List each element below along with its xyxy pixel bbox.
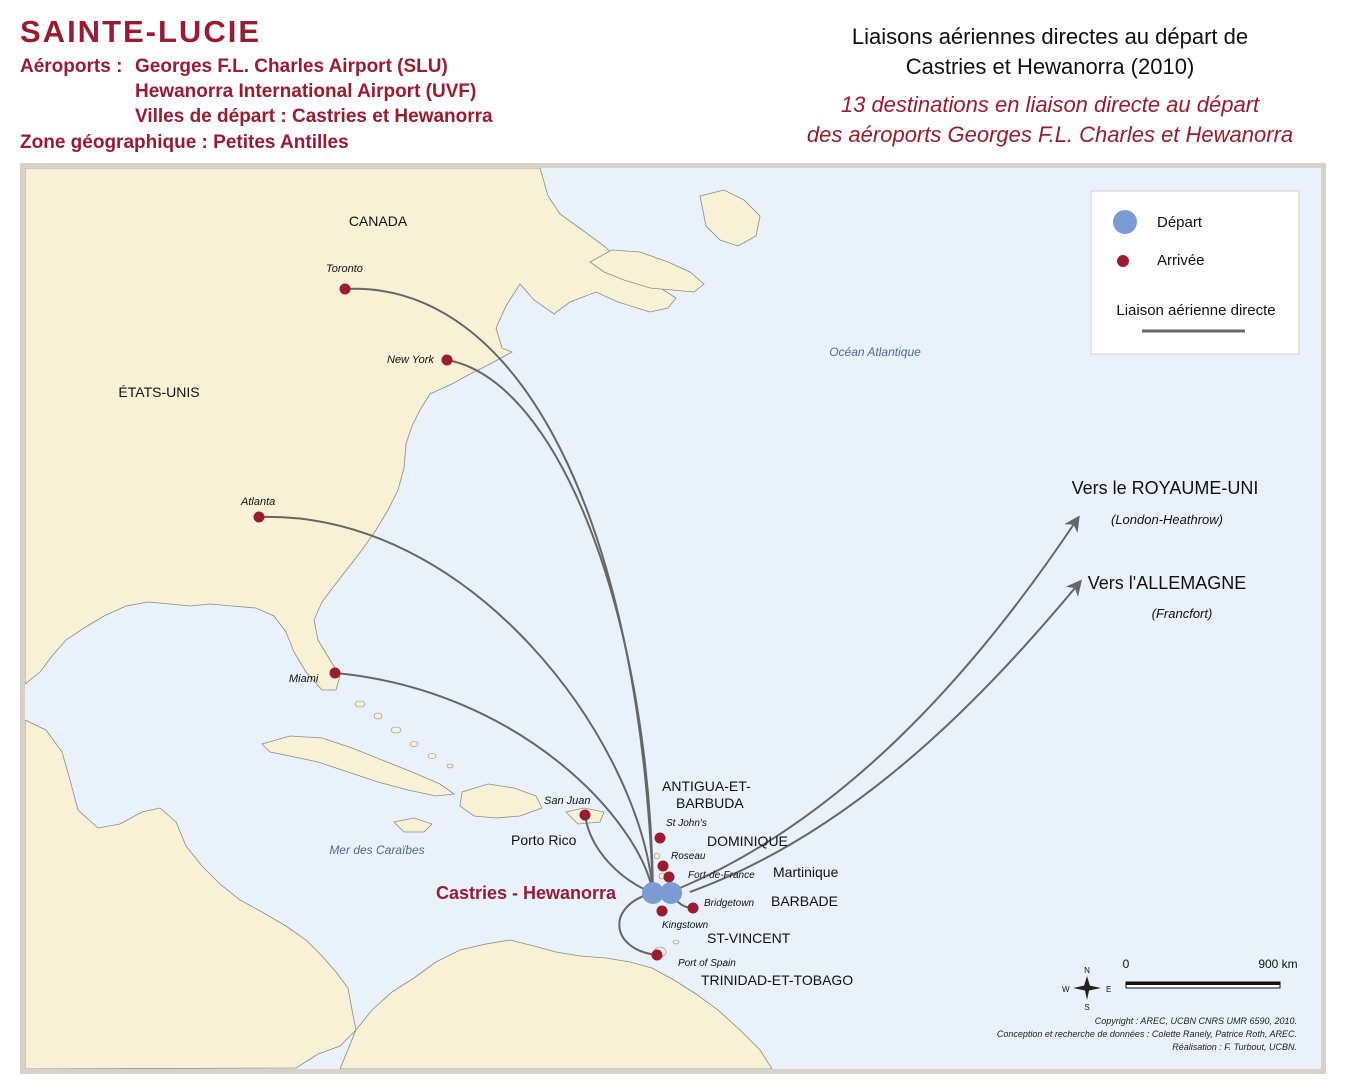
- route-toronto: [344, 287, 654, 894]
- credit-copyright: Copyright : AREC, UCBN CNRS UMR 6590, 20…: [1095, 1016, 1297, 1026]
- central-america-land: [25, 719, 357, 1069]
- label-dominica: DOMINIQUE: [707, 833, 788, 849]
- city-roseau: Roseau: [671, 851, 706, 862]
- credit-conception: Conception et recherche de données : Col…: [997, 1029, 1297, 1039]
- route-atlanta: [258, 515, 654, 894]
- arrival-san-juan: [579, 809, 591, 821]
- map-subtitle: 13 destinations en liaison directe au dé…: [760, 90, 1340, 150]
- page-title: SAINTE-LUCIE: [20, 14, 261, 49]
- scale-bar: 0 900 km: [1123, 957, 1298, 989]
- city-atlanta: Atlanta: [240, 496, 275, 508]
- credit-realisation: Réalisation : F. Turbout, UCBN.: [1172, 1042, 1297, 1052]
- label-origin: Castries - Hewanorra: [436, 883, 617, 903]
- south-america-land: [339, 939, 773, 1069]
- label-usa: ÉTATS-UNIS: [118, 384, 199, 400]
- map-canvas: CANADA ÉTATS-UNIS Océan Atlantique Mer d…: [25, 168, 1321, 1069]
- label-germany: Vers l'ALLEMAGNE: [1088, 573, 1247, 593]
- arrival-new-york: [441, 354, 453, 366]
- map-frame: CANADA ÉTATS-UNIS Océan Atlantique Mer d…: [20, 163, 1326, 1074]
- label-barbados: BARBADE: [771, 893, 838, 909]
- map-title-line2: Castries et Hewanorra (2010): [905, 54, 1195, 79]
- maritime-land: [589, 249, 705, 293]
- arrival-fort-de-france: [663, 871, 675, 883]
- label-antigua-1: ANTIGUA-ET-: [662, 778, 751, 794]
- label-trinidad: TRINIDAD-ET-TOBAGO: [701, 972, 853, 988]
- legend: Départ Arrivée Liaison aérienne directe: [1090, 190, 1300, 355]
- arrival-roseau: [657, 860, 669, 872]
- city-fort-de-france: Fort-de-France: [688, 870, 755, 881]
- map-title-line1: Liaisons aériennes directes au départ de: [851, 24, 1249, 49]
- airport-slu: Georges F.L. Charles Airport (SLU): [135, 56, 448, 77]
- arrival-st-johns: [654, 832, 666, 844]
- city-port-of-spain: Port of Spain: [678, 958, 736, 969]
- compass-east: E: [1106, 985, 1111, 994]
- route-new-york: [446, 359, 654, 894]
- route-miami: [334, 672, 654, 894]
- label-caribbean-sea: Mer des Caraïbes: [329, 843, 424, 857]
- airport-uvf: Hewanorra International Airport (UVF): [135, 81, 477, 102]
- newfoundland-land: [699, 189, 761, 247]
- arrivals-layer: [253, 283, 699, 961]
- route-san-juan: [584, 814, 654, 894]
- departure-castries: [642, 882, 664, 904]
- compass-rose-icon: N S E W: [1062, 966, 1111, 1012]
- compass-west: W: [1062, 985, 1070, 994]
- legend-arrival-label: Arrivée: [1157, 252, 1205, 269]
- legend-arrival-symbol: [1117, 255, 1129, 267]
- map-subtitle-line1: 13 destinations en liaison directe au dé…: [840, 92, 1260, 117]
- arrival-toronto: [339, 283, 351, 295]
- arrival-bridgetown: [687, 902, 699, 914]
- arrival-kingstown: [656, 905, 668, 917]
- label-uk: Vers le ROYAUME-UNI: [1072, 478, 1259, 498]
- route-uk: [679, 515, 1080, 889]
- scale-end: 900 km: [1258, 957, 1297, 971]
- north-america-land: [25, 168, 677, 691]
- map-title: Liaisons aériennes directes au départ de…: [760, 22, 1340, 82]
- bahamas-islands: [354, 700, 454, 769]
- jamaica-land: [393, 817, 433, 833]
- legend-departure-label: Départ: [1157, 214, 1203, 231]
- routes-layer: [258, 287, 1083, 956]
- label-germany-city: (Francfort): [1152, 606, 1213, 621]
- hispaniola-land: [459, 783, 543, 819]
- label-canada: CANADA: [349, 213, 408, 229]
- city-san-juan: San Juan: [544, 795, 590, 807]
- compass-north: N: [1084, 966, 1090, 975]
- route-port-of-spain: [618, 892, 658, 956]
- label-puerto-rico: Porto Rico: [511, 832, 577, 848]
- label-antigua-2: BARBUDA: [676, 795, 744, 811]
- legend-departure-symbol: [1113, 210, 1137, 234]
- compass-south: S: [1084, 1003, 1089, 1012]
- city-new-york: New York: [387, 354, 434, 366]
- airports-label: Aéroports :: [20, 56, 123, 77]
- departure-hewanorra: [660, 882, 682, 904]
- city-kingstown: Kingstown: [662, 920, 709, 931]
- label-uk-city: (London-Heathrow): [1111, 512, 1223, 527]
- label-st-vincent: ST-VINCENT: [707, 930, 791, 946]
- cuba-land: [261, 735, 456, 797]
- map-subtitle-line2: des aéroports Georges F.L. Charles et He…: [806, 122, 1294, 147]
- departure-cities: Villes de départ : Castries et Hewanorra: [135, 106, 493, 127]
- label-martinique: Martinique: [773, 864, 839, 880]
- geographic-zone: Zone géographique : Petites Antilles: [20, 132, 349, 153]
- legend-route-label: Liaison aérienne directe: [1116, 302, 1275, 319]
- city-bridgetown: Bridgetown: [704, 898, 754, 909]
- label-ocean: Océan Atlantique: [829, 345, 921, 359]
- city-miami: Miami: [289, 673, 319, 685]
- arrival-atlanta: [253, 511, 265, 523]
- arrival-miami: [329, 667, 341, 679]
- arrival-port-of-spain: [651, 949, 663, 961]
- scale-start: 0: [1123, 957, 1130, 971]
- city-st-johns: St John's: [666, 818, 707, 829]
- route-germany: [689, 579, 1083, 893]
- city-toronto: Toronto: [326, 263, 363, 275]
